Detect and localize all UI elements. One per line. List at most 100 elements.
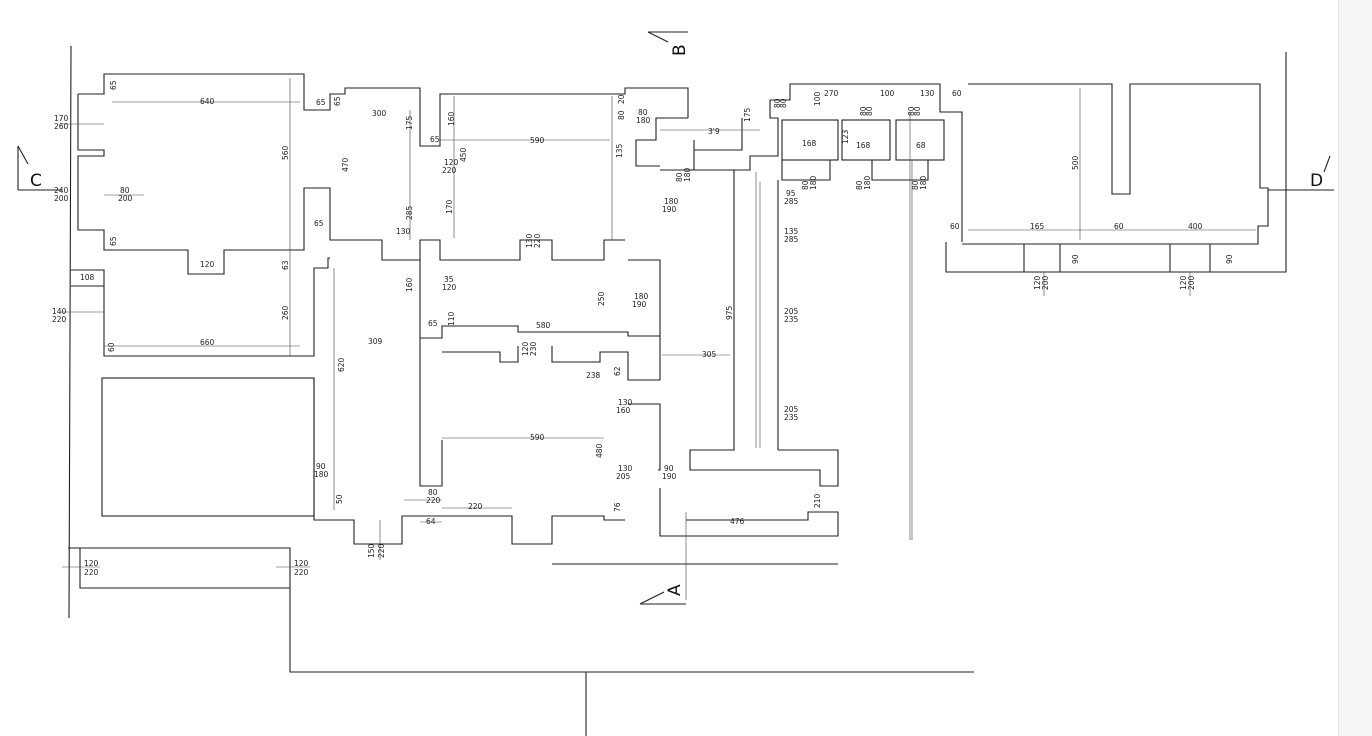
svg-text:A: A bbox=[665, 584, 685, 596]
svg-text:165: 165 bbox=[1030, 222, 1045, 231]
svg-text:60: 60 bbox=[107, 342, 116, 352]
svg-text:63: 63 bbox=[281, 260, 290, 270]
svg-text:240: 240 bbox=[54, 186, 69, 195]
svg-text:120: 120 bbox=[294, 559, 309, 568]
svg-text:80: 80 bbox=[865, 106, 874, 116]
page-margin-strip bbox=[1338, 0, 1372, 736]
svg-text:500: 500 bbox=[1071, 155, 1080, 170]
svg-text:100: 100 bbox=[880, 89, 895, 98]
svg-text:285: 285 bbox=[784, 197, 799, 206]
svg-text:76: 76 bbox=[613, 502, 622, 512]
svg-text:200: 200 bbox=[1041, 275, 1050, 290]
svg-text:108: 108 bbox=[80, 273, 95, 282]
svg-text:80: 80 bbox=[638, 108, 648, 117]
svg-text:50: 50 bbox=[335, 494, 344, 504]
svg-text:168: 168 bbox=[802, 139, 817, 148]
svg-text:220: 220 bbox=[533, 233, 542, 248]
svg-text:210: 210 bbox=[813, 493, 822, 508]
svg-text:135: 135 bbox=[784, 227, 799, 236]
svg-text:80: 80 bbox=[675, 172, 684, 182]
svg-text:180: 180 bbox=[809, 175, 818, 190]
svg-text:120: 120 bbox=[444, 158, 459, 167]
svg-text:200: 200 bbox=[118, 194, 133, 203]
dimension-labels: 640 65 65 65 65 65 65 65 170 260 560 300… bbox=[52, 80, 1234, 577]
svg-text:230: 230 bbox=[529, 341, 538, 356]
svg-text:68: 68 bbox=[916, 141, 926, 150]
svg-text:80: 80 bbox=[779, 98, 788, 108]
section-marker-c: C bbox=[17, 145, 62, 191]
svg-text:80: 80 bbox=[911, 180, 920, 190]
svg-text:80: 80 bbox=[120, 186, 130, 195]
svg-text:65: 65 bbox=[109, 80, 118, 90]
svg-text:130: 130 bbox=[618, 464, 633, 473]
svg-text:100: 100 bbox=[813, 91, 822, 106]
svg-text:220: 220 bbox=[294, 568, 309, 577]
svg-text:260: 260 bbox=[54, 122, 69, 131]
svg-text:130: 130 bbox=[618, 398, 633, 407]
svg-text:120: 120 bbox=[442, 283, 457, 292]
svg-text:590: 590 bbox=[530, 433, 545, 442]
svg-text:90: 90 bbox=[1225, 254, 1234, 264]
floor-plan-drawing: A B C D 640 65 65 65 65 65 65 65 170 260… bbox=[17, 31, 1334, 736]
svg-text:660: 660 bbox=[200, 338, 215, 347]
svg-text:90: 90 bbox=[316, 462, 326, 471]
svg-text:285: 285 bbox=[405, 205, 414, 220]
svg-text:309: 309 bbox=[368, 337, 383, 346]
svg-text:130: 130 bbox=[920, 89, 935, 98]
svg-text:160: 160 bbox=[616, 406, 631, 415]
svg-text:640: 640 bbox=[200, 97, 215, 106]
svg-text:80: 80 bbox=[617, 110, 626, 120]
svg-text:65: 65 bbox=[314, 219, 324, 228]
svg-text:170: 170 bbox=[445, 199, 454, 214]
svg-text:175: 175 bbox=[405, 115, 414, 130]
svg-text:190: 190 bbox=[632, 300, 647, 309]
svg-text:D: D bbox=[1310, 171, 1323, 191]
svg-text:235: 235 bbox=[784, 315, 799, 324]
svg-text:300: 300 bbox=[372, 109, 387, 118]
svg-text:65: 65 bbox=[430, 135, 440, 144]
svg-text:120: 120 bbox=[1033, 275, 1042, 290]
svg-text:180: 180 bbox=[664, 197, 679, 206]
svg-text:400: 400 bbox=[1188, 222, 1203, 231]
svg-text:64: 64 bbox=[426, 517, 436, 526]
svg-text:80: 80 bbox=[907, 106, 916, 116]
svg-text:120: 120 bbox=[521, 341, 530, 356]
svg-text:160: 160 bbox=[405, 277, 414, 292]
svg-text:220: 220 bbox=[442, 166, 457, 175]
svg-text:80: 80 bbox=[859, 106, 868, 116]
svg-text:250: 250 bbox=[597, 291, 606, 306]
svg-text:200: 200 bbox=[54, 194, 69, 203]
svg-text:160: 160 bbox=[447, 111, 456, 126]
svg-text:480: 480 bbox=[595, 443, 604, 458]
svg-text:90: 90 bbox=[1071, 254, 1080, 264]
walls bbox=[68, 45, 1287, 736]
svg-text:120: 120 bbox=[1179, 275, 1188, 290]
svg-text:60: 60 bbox=[950, 222, 960, 231]
svg-text:95: 95 bbox=[786, 189, 796, 198]
section-marker-a: A bbox=[639, 584, 686, 605]
svg-text:65: 65 bbox=[428, 319, 438, 328]
svg-text:235: 235 bbox=[784, 413, 799, 422]
svg-text:110: 110 bbox=[447, 311, 456, 326]
svg-text:140: 140 bbox=[52, 307, 67, 316]
svg-text:190: 190 bbox=[662, 472, 677, 481]
svg-text:285: 285 bbox=[784, 235, 799, 244]
svg-text:80: 80 bbox=[428, 488, 438, 497]
svg-text:150: 150 bbox=[367, 543, 376, 558]
svg-text:90: 90 bbox=[664, 464, 674, 473]
svg-text:190: 190 bbox=[662, 205, 677, 214]
svg-text:65: 65 bbox=[109, 236, 118, 246]
svg-text:60: 60 bbox=[952, 89, 962, 98]
svg-text:3'9: 3'9 bbox=[708, 127, 720, 136]
svg-text:220: 220 bbox=[377, 543, 386, 558]
svg-text:476: 476 bbox=[730, 517, 745, 526]
svg-text:20: 20 bbox=[617, 94, 626, 104]
svg-text:65: 65 bbox=[333, 96, 342, 106]
svg-text:130: 130 bbox=[396, 227, 411, 236]
svg-text:B: B bbox=[670, 44, 690, 56]
svg-text:220: 220 bbox=[426, 496, 441, 505]
svg-text:590: 590 bbox=[530, 136, 545, 145]
svg-text:450: 450 bbox=[459, 147, 468, 162]
svg-text:C: C bbox=[30, 171, 42, 191]
svg-text:220: 220 bbox=[84, 568, 99, 577]
